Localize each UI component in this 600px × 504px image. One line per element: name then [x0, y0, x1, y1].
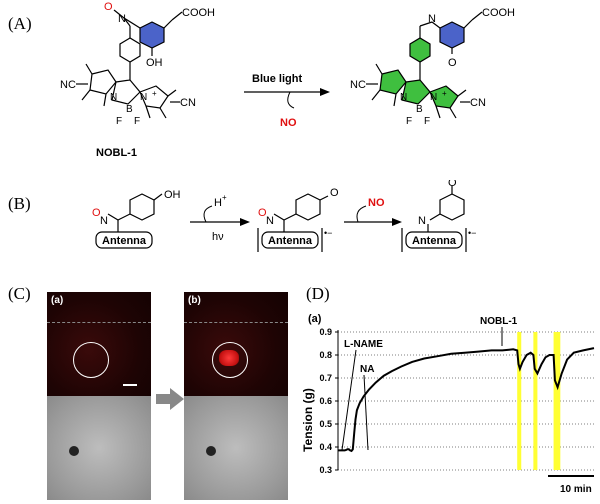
y-tick-label: 0.4 — [319, 442, 332, 452]
b-o-radical: O — [330, 187, 339, 199]
b-hv: hν — [212, 231, 224, 243]
cn-right: CN — [470, 97, 486, 109]
micrograph-label-b: (b) — [188, 295, 201, 306]
b-radical-1: •− — [324, 228, 332, 238]
transition-arrow — [156, 388, 184, 410]
annotation-lname-arrow — [341, 349, 357, 451]
panel-label-c: (C) — [8, 284, 31, 303]
micrograph-b-fluorescence: (b) — [184, 292, 288, 396]
scheme-b-right — [401, 186, 467, 252]
nc-right: NC — [350, 79, 366, 91]
antenna-2: Antenna — [268, 235, 313, 247]
panel-label-b: (B) — [8, 194, 31, 213]
antenna-1: Antenna — [102, 235, 147, 247]
fluorescence-spot — [219, 350, 239, 366]
annotation-na: NA — [360, 364, 374, 375]
y-axis-label: Tension (g) — [301, 388, 315, 452]
cn-left: CN — [180, 97, 196, 109]
roi-circle-b — [212, 342, 248, 378]
tension-trace — [338, 347, 595, 453]
micrograph-label-a: (a) — [51, 295, 64, 306]
dashed-line-a — [47, 322, 151, 323]
b-no-release: NO — [368, 197, 385, 209]
micrograph-b-brightfield — [184, 396, 288, 500]
antenna-3: Antenna — [412, 235, 457, 247]
time-scale-label: 10 min — [560, 484, 592, 495]
y-tick-label: 0.7 — [319, 373, 332, 383]
f1-right: F — [406, 116, 412, 127]
b-proton-curve — [203, 205, 213, 223]
reaction-arrowhead — [320, 88, 330, 96]
cooh-right: COOH — [482, 7, 515, 19]
micrograph-a-brightfield — [47, 396, 151, 500]
b-quinone-o: O — [448, 180, 457, 189]
chart-panel-label: (a) — [308, 313, 322, 325]
scale-bar — [123, 384, 137, 386]
roi-circle-a — [73, 342, 109, 378]
b-h-plus: + — [222, 193, 227, 202]
product-structure — [366, 11, 483, 119]
b-h: H — [214, 197, 222, 209]
nc-left: NC — [60, 79, 76, 91]
arrow-label: Blue light — [252, 73, 302, 85]
n1-left: N — [110, 92, 117, 103]
cell-a — [69, 446, 79, 456]
y-axis-ticks: 0.9 0.8 0.7 0.6 0.5 0.4 0.3 — [319, 327, 338, 475]
tension-chart: (a) Tension (g) 0.9 0.8 0.7 0.6 0.5 0.4 0.3 L-… — [301, 313, 596, 495]
b-no-curve — [356, 205, 367, 223]
f1-left: F — [116, 116, 122, 127]
nitroso-o: O — [104, 1, 113, 13]
n1-right: N — [400, 92, 407, 103]
panel-label-d: (D) — [306, 284, 330, 303]
y-tick-label: 0.3 — [319, 465, 332, 475]
light-stimulation-band — [553, 332, 561, 470]
quinone-o: O — [448, 57, 457, 69]
scheme-a: O N COOH OH NC CN N N B F F + NOBL-1 Blu… — [60, 1, 515, 159]
scheme-b: OH O N Antenna H + hν O O N Antenna •− N… — [92, 180, 476, 252]
annotation-na-arrow — [363, 374, 369, 451]
b-right: B — [416, 104, 423, 115]
scheme-b-left — [95, 193, 163, 249]
light-stimulation-band — [533, 332, 538, 470]
plus-left: + — [152, 89, 157, 98]
b-no2-n: N — [266, 215, 274, 227]
micrograph-a-fluorescence: (a) — [47, 292, 151, 396]
f2-right: F — [424, 116, 430, 127]
highlight-bands — [517, 332, 561, 470]
b-arrowhead-2 — [392, 218, 402, 226]
y-tick-label: 0.9 — [319, 327, 332, 337]
f2-left: F — [134, 116, 140, 127]
scheme-b-middle — [257, 193, 329, 252]
cooh-left: COOH — [182, 7, 215, 19]
b-no1-o: O — [92, 207, 101, 219]
nobl1-structure — [76, 9, 183, 119]
dashed-line-b — [184, 322, 288, 323]
release-curve — [287, 91, 295, 109]
light-stimulation-band — [517, 332, 522, 470]
y-tick-label: 0.8 — [319, 350, 332, 360]
annotation-nobl1: NOBL-1 — [480, 316, 518, 327]
cell-b — [206, 446, 216, 456]
y-tick-label: 0.5 — [319, 419, 332, 429]
n2-left: N — [140, 92, 147, 103]
imine-n: N — [428, 13, 436, 25]
plus-right: + — [442, 89, 447, 98]
amine-n: N — [118, 13, 126, 25]
oh-left: OH — [146, 57, 163, 69]
b-arrowhead-1 — [240, 218, 250, 226]
b-radical-2: •− — [468, 228, 476, 238]
b-no1-n: N — [100, 215, 108, 227]
b-oh: OH — [164, 189, 181, 201]
panel-label-a: (A) — [8, 14, 32, 33]
y-tick-label: 0.6 — [319, 396, 332, 406]
released-no: NO — [280, 117, 297, 129]
compound-name: NOBL-1 — [96, 147, 137, 159]
b-left: B — [126, 104, 133, 115]
b-no2-o: O — [258, 207, 267, 219]
n2-right: N — [430, 92, 437, 103]
b-imine-n: N — [418, 215, 426, 227]
annotation-lname: L-NAME — [344, 339, 383, 350]
